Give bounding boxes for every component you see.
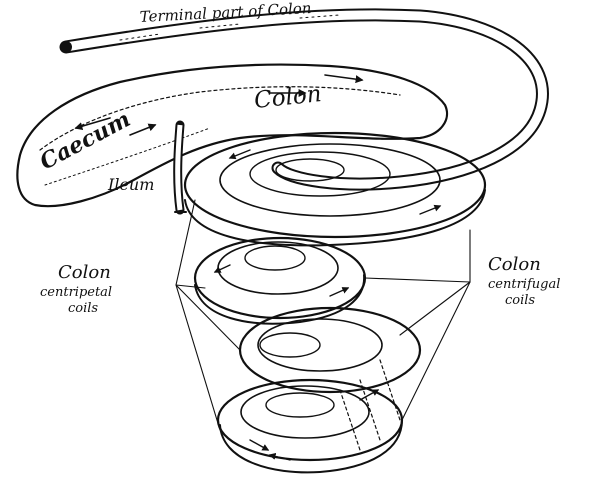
- ileum-tube: [175, 125, 186, 212]
- centrifugal-coils-label: coils: [505, 293, 535, 308]
- caecum-label: Caecum: [36, 106, 135, 175]
- ileum-label: Ileum: [107, 175, 154, 194]
- lower-coils: [218, 308, 420, 472]
- centrifugal-label: centrifugal: [488, 277, 560, 292]
- centripetal-label: centripetal: [40, 285, 112, 300]
- centripetal-coils-label: coils: [68, 301, 98, 316]
- terminal-end-dot: [60, 41, 72, 53]
- middle-coil: [195, 238, 365, 324]
- colon-top-label: Colon: [253, 81, 323, 114]
- colon-left-label: Colon: [58, 262, 111, 283]
- colon-right-label: Colon: [488, 254, 541, 275]
